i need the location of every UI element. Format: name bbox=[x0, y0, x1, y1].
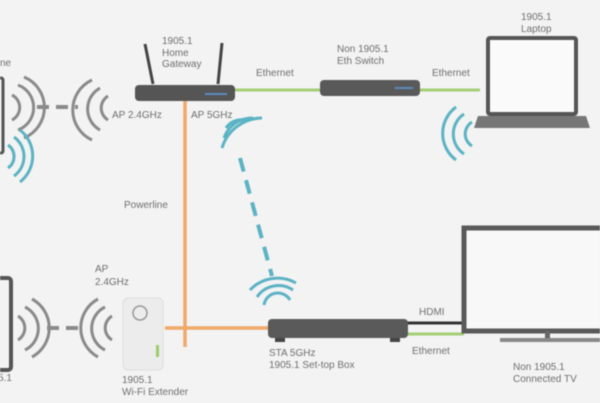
gateway-label-1: 1905.1 bbox=[162, 36, 193, 47]
ap24-extender-label-2: 2.4GHz bbox=[95, 277, 129, 288]
wifi-extender bbox=[122, 297, 164, 371]
tablet-label-partial: 5.1 bbox=[0, 373, 12, 384]
wifi-gray-icon bbox=[17, 297, 51, 359]
set-top-box bbox=[268, 319, 408, 342]
extender-label-1: 1905.1 bbox=[122, 375, 153, 386]
ap5-gateway-label: AP 5GHz bbox=[191, 110, 233, 121]
powerline-label: Powerline bbox=[124, 200, 168, 211]
wifi-gray-icon bbox=[79, 297, 113, 359]
wifi-gray-icon bbox=[71, 78, 109, 142]
laptop-label-2: Laptop bbox=[521, 24, 552, 35]
home-gateway-router bbox=[135, 42, 235, 101]
wifi-gray-icon bbox=[11, 75, 46, 140]
hdmi-label: HDMI bbox=[419, 307, 445, 318]
tv-label-2: Connected TV bbox=[513, 374, 577, 385]
wifi-blue-icon bbox=[220, 116, 263, 149]
stb-label-1: STA 5GHz bbox=[269, 348, 316, 359]
switch-label-1: Non 1905.1 bbox=[337, 44, 389, 55]
gateway-label-2: Home bbox=[162, 48, 189, 59]
tv-label-1: Non 1905.1 bbox=[513, 362, 565, 373]
stb-label-2: 1905.1 Set-top Box bbox=[269, 360, 355, 371]
switch-label-2: Eth Switch bbox=[337, 56, 384, 67]
ap24-extender-label-1: AP bbox=[95, 264, 109, 275]
wifi-blue-icon bbox=[248, 276, 297, 306]
connected-tv bbox=[461, 225, 600, 342]
tablet-device bbox=[0, 276, 13, 372]
wifi-blue-icon bbox=[7, 128, 35, 184]
extender-label-2: Wi-Fi Extender bbox=[122, 387, 189, 398]
ethernet-label-1: Ethernet bbox=[256, 68, 294, 79]
ap24-gateway-label: AP 2.4GHz bbox=[112, 110, 162, 121]
eth-switch bbox=[320, 80, 420, 96]
gateway-label-3: Gateway bbox=[162, 59, 201, 70]
wifi-dashed-link-5ghz bbox=[238, 157, 274, 277]
phone-device bbox=[0, 76, 5, 155]
ethernet-label-3: Ethernet bbox=[412, 346, 450, 357]
ethernet-label-2: Ethernet bbox=[432, 68, 470, 79]
phone-label-partial: ne bbox=[0, 58, 12, 69]
laptop-label-1: 1905.1 bbox=[521, 12, 552, 23]
wifi-blue-icon bbox=[441, 105, 473, 162]
laptop-device bbox=[474, 36, 590, 128]
